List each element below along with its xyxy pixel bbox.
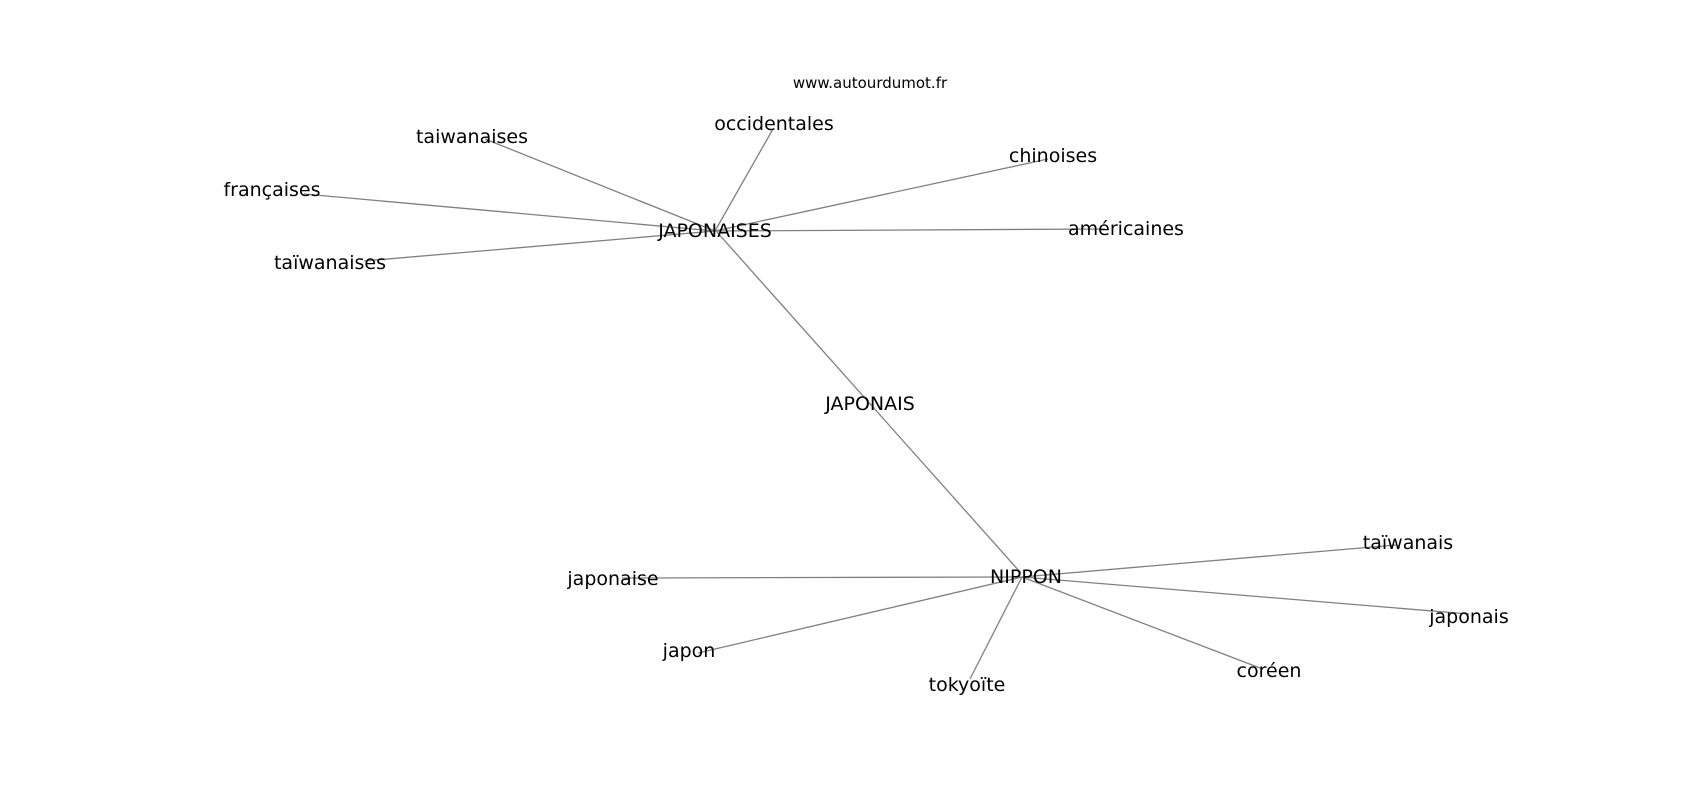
node-label-coreen[interactable]: coréen: [1237, 660, 1302, 682]
edge-nippon-japonais: [1021, 576, 1470, 615]
node-label-japonais[interactable]: japonais: [1428, 606, 1508, 628]
edge-japonaises-francaises: [303, 193, 716, 232]
edge-nippon-coreen: [1021, 576, 1261, 669]
edge-layer: [303, 128, 1470, 680]
edge-japonaises-taiwanaises2: [363, 230, 716, 262]
node-label-francaises[interactable]: françaises: [223, 179, 320, 201]
node-label-japonais[interactable]: JAPONAIS: [824, 393, 915, 415]
node-label-taiwanaises2[interactable]: taïwanaises: [274, 252, 386, 274]
node-label-japon[interactable]: japon: [662, 640, 716, 662]
node-label-taiwanais[interactable]: taïwanais: [1363, 532, 1453, 554]
node-label-taiwanaises[interactable]: taiwanaises: [416, 126, 528, 148]
edge-japonaises-chinoises: [714, 158, 1049, 232]
node-label-japonaises[interactable]: JAPONAISES: [657, 220, 772, 242]
edge-nippon-japonaise: [621, 576, 1023, 579]
node-label-tokyoite[interactable]: tokyoïte: [929, 674, 1006, 696]
edge-japonaises-nippon: [715, 230, 1021, 573]
edge-nippon-taiwanais: [1021, 544, 1397, 578]
node-label-occidentales[interactable]: occidentales: [714, 113, 834, 135]
edge-japonaises-occidentales: [714, 128, 774, 232]
edge-nippon-tokyoite: [969, 576, 1023, 680]
node-label-nippon[interactable]: NIPPON: [990, 566, 1062, 588]
node-label-americaines[interactable]: américaines: [1068, 218, 1184, 240]
watermark-text: www.autourdumot.fr: [793, 74, 948, 92]
node-label-japonaise[interactable]: japonaise: [566, 568, 658, 590]
node-label-chinoises[interactable]: chinoises: [1009, 145, 1097, 167]
node-label-layer: JAPONAISES NIPPON JAPONAIS occidentales taiw…: [223, 113, 1508, 696]
edge-japonaises-americaines: [714, 228, 1106, 232]
edge-nippon-japon: [697, 576, 1023, 654]
edge-japonaises-taiwanaises: [484, 138, 716, 232]
